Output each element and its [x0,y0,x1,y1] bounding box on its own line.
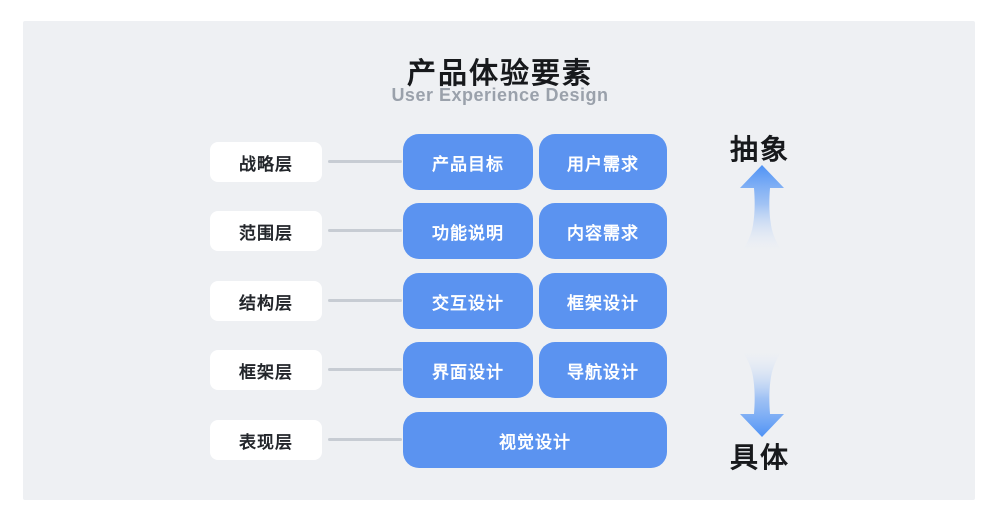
diagram-row-surface: 表现层 视觉设计 [0,412,1000,468]
element-box: 导航设计 [539,342,667,398]
element-box: 交互设计 [403,273,533,329]
connector-line [328,368,402,371]
connector-line [328,160,402,163]
connector-line [328,299,402,302]
arrow-up-icon [740,165,784,251]
page-subtitle: User Experience Design [391,85,609,105]
element-box: 功能说明 [403,203,533,259]
connector-line [328,229,402,232]
element-box: 内容需求 [539,203,667,259]
element-box: 界面设计 [403,342,533,398]
page-title: 产品体验要素 [406,58,593,90]
element-box: 用户需求 [539,134,667,190]
layer-label: 表现层 [210,420,322,460]
diagram-row-scope: 范围层 功能说明 内容需求 [0,203,1000,259]
layer-label: 战略层 [210,142,322,182]
element-box: 产品目标 [403,134,533,190]
layer-label: 框架层 [210,350,322,390]
axis-label-concrete: 具体 [729,442,790,473]
element-box: 视觉设计 [403,412,667,468]
arrow-down-icon [740,351,784,437]
layer-label: 范围层 [210,211,322,251]
connector-line [328,438,402,441]
axis-label-abstract: 抽象 [729,134,790,165]
diagram-row-strategy: 战略层 产品目标 用户需求 [0,134,1000,190]
layer-label: 结构层 [210,281,322,321]
element-box: 框架设计 [539,273,667,329]
diagram-row-skeleton: 框架层 界面设计 导航设计 [0,342,1000,398]
diagram-row-structure: 结构层 交互设计 框架设计 [0,273,1000,329]
